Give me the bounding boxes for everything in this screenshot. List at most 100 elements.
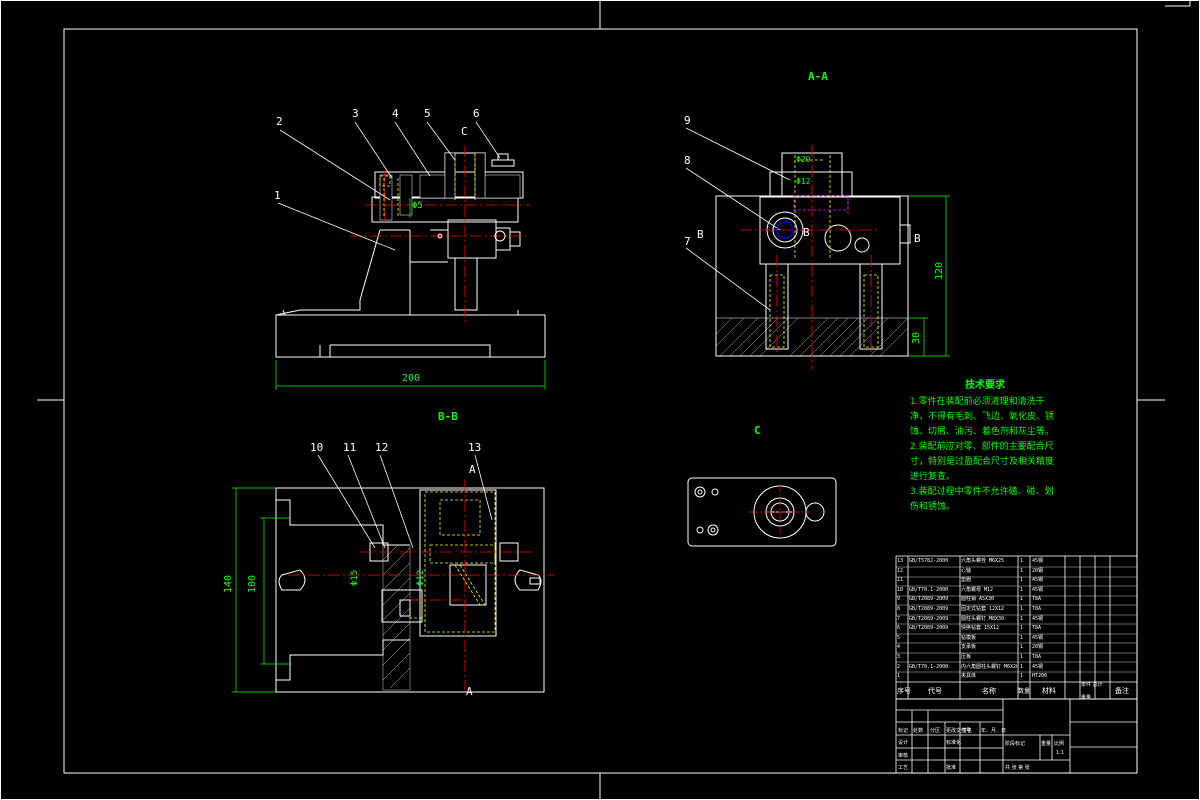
bom-cell-mat: 45钢 bbox=[1032, 634, 1044, 641]
part-number-2: 2 bbox=[276, 115, 283, 128]
tb-mark: 标记 bbox=[898, 728, 909, 734]
tb-sheets: 共 张 第 张 bbox=[1005, 765, 1030, 771]
bom-cell-no: 5 bbox=[897, 634, 901, 641]
part-number-12: 12 bbox=[375, 441, 389, 454]
dim-front-width: 200 bbox=[402, 373, 421, 384]
bom-table bbox=[895, 555, 1138, 700]
bom-cell-code: GB/T2089-2009 bbox=[909, 615, 949, 622]
plan-hatch bbox=[382, 544, 411, 691]
bom-header-no: 序号 bbox=[897, 687, 911, 695]
bom-cell-no: 7 bbox=[897, 615, 901, 622]
bom-cell-no: 10 bbox=[897, 586, 904, 593]
side-view-center-lines bbox=[740, 145, 880, 370]
view-title-aa: A-A bbox=[808, 70, 828, 83]
section-mark-a-bottom: A bbox=[466, 685, 473, 698]
part-number-4: 4 bbox=[392, 107, 399, 120]
tech-item-1: 1.零件在装配前必须清理和清洗干净，不得有毛刺、飞边、氧化皮、锈蚀、切屑、油污、… bbox=[910, 397, 1055, 437]
side-blue-detail bbox=[776, 221, 794, 239]
bom-cell-qty: 1 bbox=[1020, 615, 1024, 622]
bom-cell-code: GB/T70.1-2000 bbox=[909, 586, 949, 593]
tb-design: 设计 bbox=[898, 740, 909, 746]
bom-cell-no: 3 bbox=[897, 654, 901, 660]
view-c-center bbox=[750, 484, 810, 540]
bom-cell-mat: 20钢 bbox=[1032, 644, 1044, 651]
front-view-hatch bbox=[379, 152, 521, 221]
bom-row: 12 心轴 1 20钢 bbox=[896, 566, 1138, 577]
bom-cell-name: 圆柱销 A5X30 bbox=[961, 596, 995, 603]
part-number-5: 5 bbox=[424, 107, 431, 120]
plan-center-lines bbox=[288, 480, 555, 690]
bom-cell-name: 压板 bbox=[961, 654, 972, 660]
dim-side-dia-2: Φ12 bbox=[796, 177, 811, 186]
bom-cell-name: 六角头螺栓 M6X25 bbox=[961, 558, 1005, 564]
front-dims bbox=[275, 198, 546, 390]
bom-cell-qty: 1 bbox=[1020, 673, 1024, 680]
plan-view bbox=[275, 487, 545, 693]
side-view bbox=[715, 152, 911, 357]
bom-header-code: 代号 bbox=[928, 687, 942, 695]
bom-header-weight: 重量 bbox=[1081, 695, 1092, 701]
bom-header-remark: 备注 bbox=[1115, 687, 1129, 695]
part-number-10: 10 bbox=[310, 441, 324, 454]
tb-scale-value: 1:1 bbox=[1056, 750, 1065, 756]
bom-cell-name: 夹具体 bbox=[961, 673, 977, 680]
tb-zone: 分区 bbox=[930, 728, 941, 734]
part-number-8: 8 bbox=[684, 154, 691, 167]
tb-weight: 重量 bbox=[1041, 741, 1052, 747]
bom-cell-mat: 20钢 bbox=[1032, 567, 1044, 574]
section-mark-b-right: B bbox=[914, 232, 921, 245]
tb-count: 处数 bbox=[913, 728, 924, 734]
tb-process: 工艺 bbox=[898, 765, 909, 771]
bom-header-qty: 数量 bbox=[1018, 688, 1031, 695]
section-mark-a-top: A bbox=[469, 463, 476, 476]
bom-cell-mat: 45钢 bbox=[1032, 577, 1044, 584]
bom-cell-no: 13 bbox=[897, 558, 904, 564]
part-number-13: 13 bbox=[468, 441, 482, 454]
tb-scale: 比例 bbox=[1054, 741, 1065, 747]
bom-cell-qty: 1 bbox=[1020, 558, 1024, 564]
bom-header-unit: 单件 总计 bbox=[1081, 682, 1103, 688]
dim-plan-dia-1: Φ15 bbox=[350, 569, 361, 587]
bom-cell-mat: 45钢 bbox=[1032, 615, 1044, 622]
bom-cell-qty: 1 bbox=[1020, 654, 1024, 660]
bom-cell-name: 支承板 bbox=[961, 644, 977, 651]
dim-plan-outer: 140 bbox=[223, 574, 235, 594]
bom-cell-qty: 1 bbox=[1020, 567, 1024, 574]
bom-cell-name: 六角螺母 M12 bbox=[961, 586, 994, 593]
bom-cell-code: GB/T2089-2009 bbox=[909, 625, 949, 632]
bom-cell-name: 内六角圆柱头螺钉 M6X20 bbox=[961, 663, 1017, 670]
tb-change-doc: 更改文件号 bbox=[946, 728, 972, 734]
bom-cell-no: 2 bbox=[897, 663, 901, 670]
view-title-bb: B-B bbox=[438, 410, 458, 423]
bom-cell-no: 12 bbox=[897, 567, 904, 574]
part-number-3: 3 bbox=[352, 107, 359, 120]
bom-cell-code: GB/T70.1-2000 bbox=[909, 663, 949, 670]
bom-cell-no: 9 bbox=[897, 596, 901, 603]
part-number-11: 11 bbox=[343, 441, 357, 454]
tech-title: 技术要求 bbox=[965, 380, 1005, 391]
bom-cell-qty: 1 bbox=[1020, 586, 1024, 593]
dim-plan-inner: 100 bbox=[247, 574, 259, 594]
bom-cell-code: GB/T5782-2000 bbox=[909, 558, 949, 564]
bom-header-mat: 材料 bbox=[1042, 687, 1056, 695]
side-view-hatch-lines bbox=[715, 317, 909, 357]
leader-lines bbox=[277, 121, 791, 549]
part-number-6: 6 bbox=[473, 107, 480, 120]
dim-side-height: 120 bbox=[934, 261, 946, 281]
tech-item-2: 2.装配前应对零、部件的主要配合尺寸，特别是过盈配合尺寸及相关精度进行复查。 bbox=[910, 442, 1055, 482]
bom-cell-qty: 1 bbox=[1020, 644, 1024, 651]
bom-cell-mat: T8A bbox=[1032, 596, 1042, 603]
tb-stage: 阶段标记 bbox=[1005, 741, 1026, 747]
bom-cell-mat: T8A bbox=[1032, 606, 1042, 612]
part-number-9: 9 bbox=[684, 114, 691, 127]
bom-cell-name: 心轴 bbox=[961, 567, 972, 574]
bom-cell-mat: 45钢 bbox=[1032, 558, 1044, 564]
bom-cell-mat: T8A bbox=[1032, 625, 1042, 632]
